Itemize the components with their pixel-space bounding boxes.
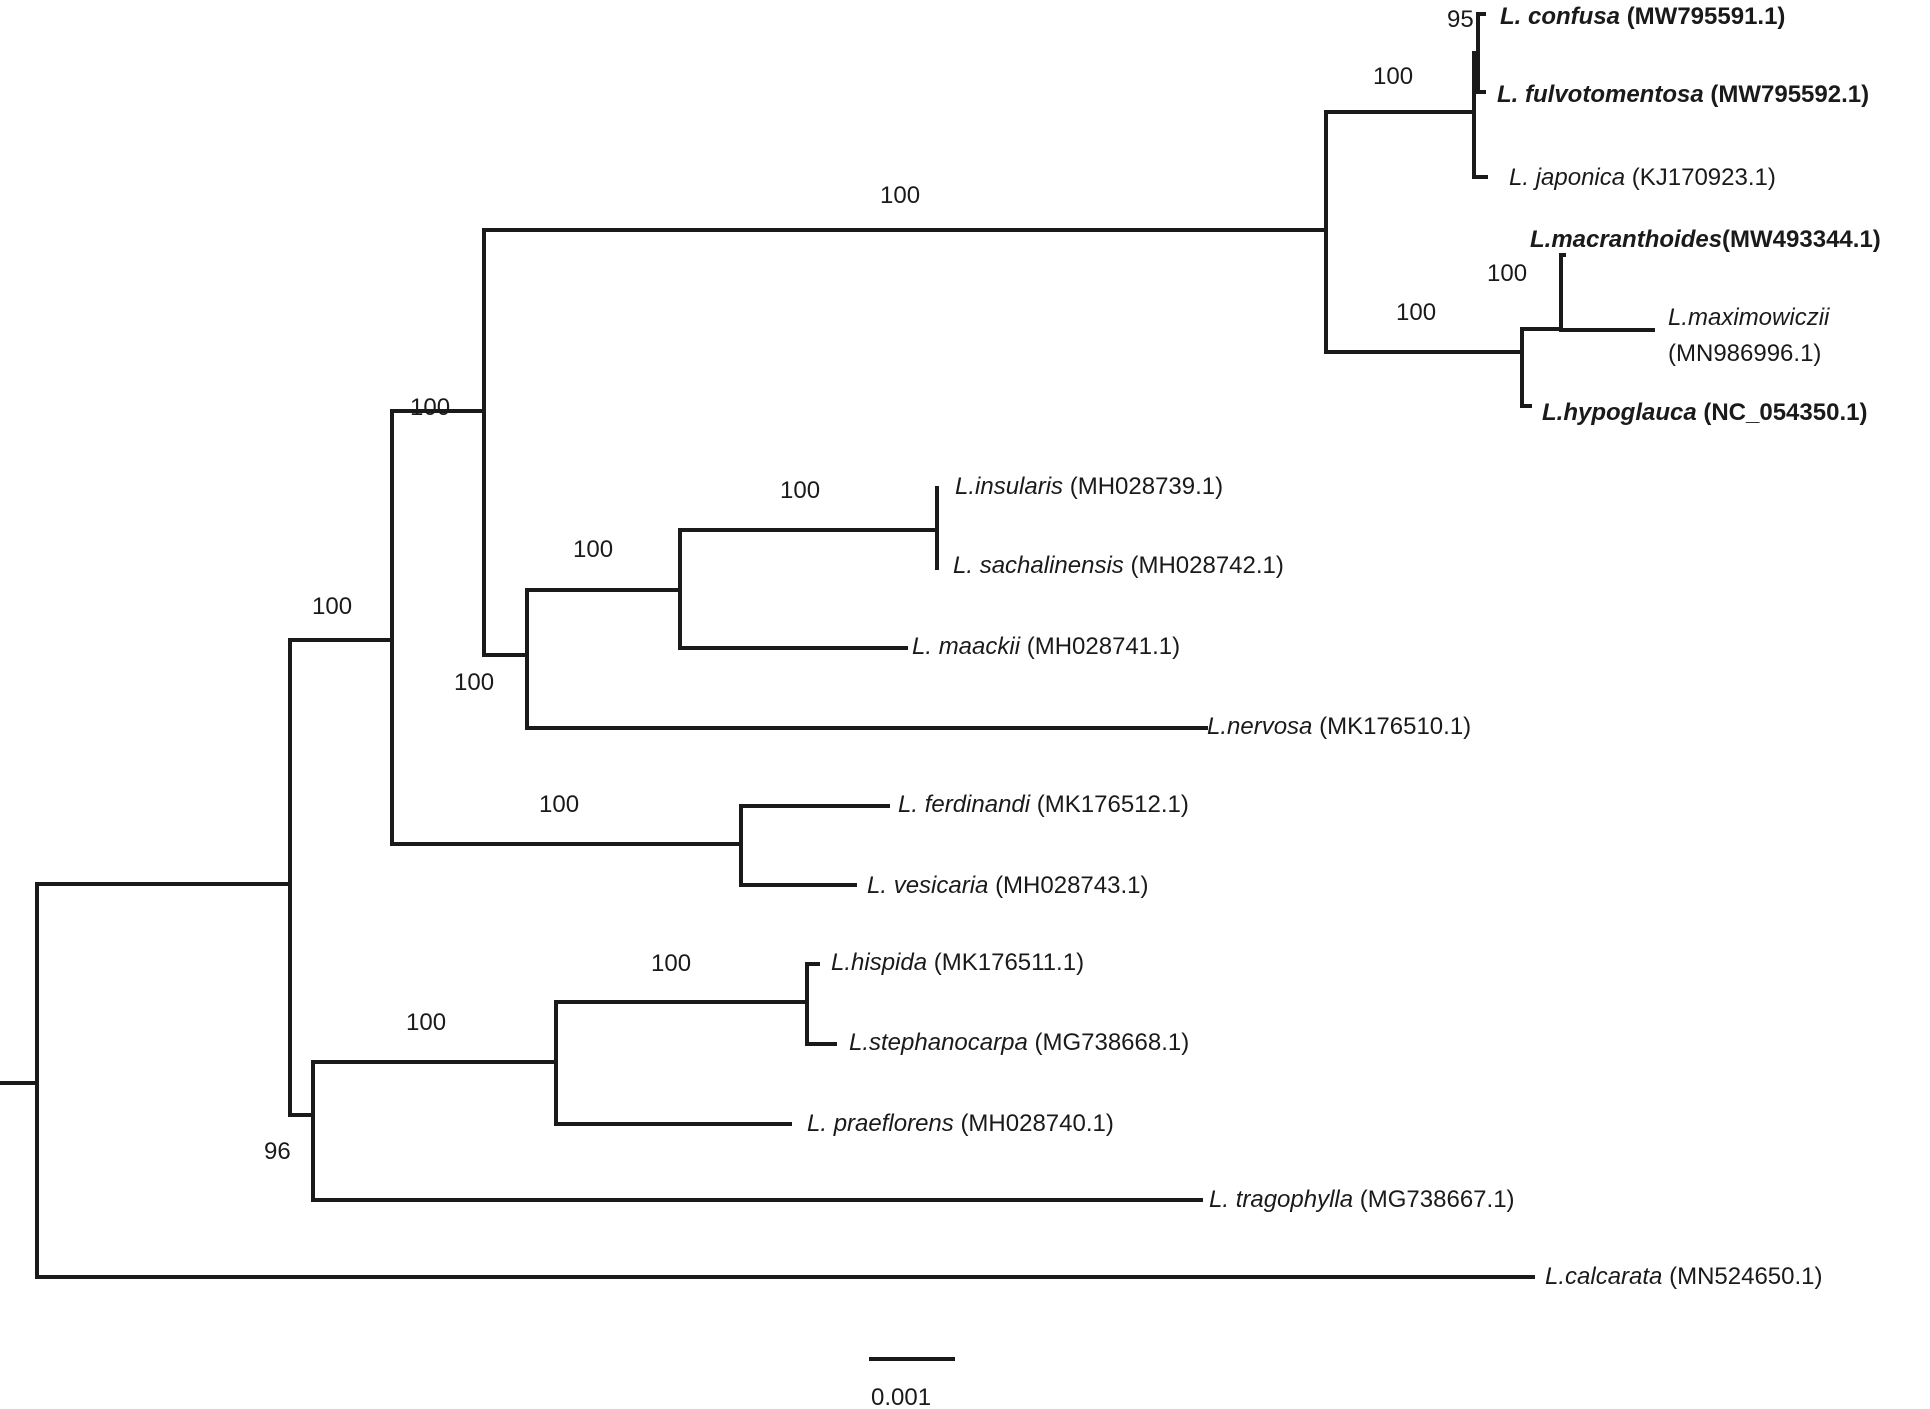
taxon-label-calcarata: L.calcarata (MN524650.1) [1545, 1263, 1823, 1290]
bootstrap-japonica-group: 100 [1373, 63, 1413, 90]
tree-branches [0, 12, 1655, 1279]
bootstrap-ferdinandi-vesicaria: 100 [539, 791, 579, 818]
taxon-label-maackii: L. maackii (MH028741.1) [912, 633, 1180, 660]
taxon-label-maximowiczii-accession: (MN986996.1) [1668, 340, 1821, 367]
bootstrap-hispida-stephanocarpa: 100 [651, 950, 691, 977]
bootstrap-macranthoides-maximowiczii: 100 [1487, 260, 1527, 287]
taxon-label-insularis: L.insularis (MH028739.1) [955, 473, 1223, 500]
taxon-label-fulvotomentosa: L. fulvotomentosa (MW795592.1) [1497, 81, 1869, 108]
bootstrap-upper-core: 100 [410, 394, 450, 421]
bootstrap-main-clade: 100 [312, 593, 352, 620]
taxon-label-hypoglauca: L.hypoglauca (NC_054350.1) [1542, 399, 1867, 426]
taxon-label-macranthoides: L.macranthoides(MW493344.1) [1530, 226, 1881, 253]
taxon-label-ferdinandi: L. ferdinandi (MK176512.1) [898, 791, 1189, 818]
bootstrap-insularis-nervosa: 100 [454, 669, 494, 696]
taxon-label-praeflorens: L. praeflorens (MH028740.1) [807, 1110, 1114, 1137]
taxon-label-stephanocarpa: L.stephanocarpa (MG738668.1) [849, 1029, 1189, 1056]
bootstrap-confusa-fulvotomentosa: 95 [1447, 6, 1474, 33]
bootstrap-hispida-tragophylla: 96 [264, 1138, 291, 1165]
bootstrap-japonica-macranthoides: 100 [880, 182, 920, 209]
taxon-label-maximowiczii: L.maximowiczii [1668, 304, 1830, 331]
bootstrap-macranthoides-group: 100 [1396, 299, 1436, 326]
taxon-label-japonica: L. japonica (KJ170923.1) [1509, 164, 1776, 191]
taxon-label-sachalinensis: L. sachalinensis (MH028742.1) [953, 552, 1284, 579]
taxon-label-confusa: L. confusa (MW795591.1) [1500, 3, 1785, 30]
scale-bar-label: 0.001 [871, 1384, 931, 1409]
taxon-label-hispida: L.hispida (MK176511.1) [831, 949, 1084, 976]
taxon-label-tragophylla: L. tragophylla (MG738667.1) [1209, 1186, 1515, 1213]
taxon-label-vesicaria: L. vesicaria (MH028743.1) [867, 872, 1148, 899]
taxon-label-nervosa: L.nervosa (MK176510.1) [1207, 713, 1471, 740]
bootstrap-hispida-praeflorens: 100 [406, 1009, 446, 1036]
bootstrap-insularis-sachalinensis: 100 [780, 477, 820, 504]
taxon-labels: L. confusa (MW795591.1) L. fulvotomentos… [807, 3, 1881, 1290]
bootstrap-insularis-maackii: 100 [573, 536, 613, 563]
bootstrap-values: 95 100 100 100 100 100 100 100 100 100 1… [264, 6, 1527, 1165]
scale-bar: 0.001 [869, 1357, 955, 1409]
